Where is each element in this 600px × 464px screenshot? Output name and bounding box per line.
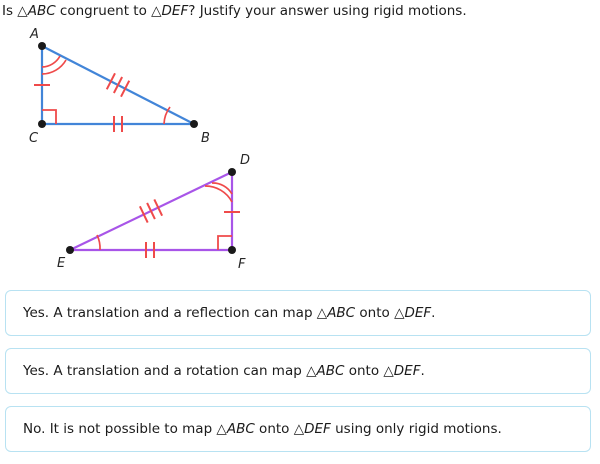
figure-svg: A C B <box>29 27 250 272</box>
question-triangle-def: DEF <box>161 3 189 19</box>
vertex-label-d: D <box>240 153 250 168</box>
answer-text-run: ABC <box>226 421 255 437</box>
triangle-abc-group: A C B <box>29 27 210 146</box>
answer-option-text: Yes. A translation and a reflection can … <box>23 305 435 321</box>
answer-text-run: DEF <box>304 421 331 437</box>
answer-choice-list: Yes. A translation and a reflection can … <box>0 290 600 464</box>
angle-arc-a-outer <box>41 59 67 75</box>
geometry-figure: A C B <box>0 22 600 282</box>
right-angle-marker-f <box>217 235 232 250</box>
vertex-dot-f <box>228 246 236 254</box>
angle-arc-d-outer <box>204 185 233 203</box>
answer-text-run: onto △ <box>254 421 305 437</box>
vertex-dot-e <box>66 246 74 254</box>
option-not-possible[interactable]: No. It is not possible to map △ABC onto … <box>5 406 591 452</box>
answer-text-run: . <box>431 305 436 321</box>
vertex-dot-b <box>190 120 198 128</box>
vertex-label-a: A <box>29 27 39 42</box>
answer-option-text: Yes. A translation and a rotation can ma… <box>23 363 425 379</box>
vertex-label-f: F <box>238 257 246 272</box>
answer-option-text: No. It is not possible to map △ABC onto … <box>23 421 502 437</box>
vertex-label-b: B <box>201 131 210 146</box>
tick-ed-2 <box>146 202 156 220</box>
tick-ab-2 <box>112 76 124 94</box>
answer-text-run: ABC <box>316 363 345 379</box>
angle-arc-a-inner <box>41 55 61 68</box>
vertex-dot-c <box>38 120 46 128</box>
question-text-after: ? Justify your answer using rigid motion… <box>188 3 467 19</box>
triangle-def-group: D E F <box>57 153 250 272</box>
option-translation-rotation[interactable]: Yes. A translation and a rotation can ma… <box>5 348 591 394</box>
angle-arc-d-inner <box>211 182 233 195</box>
angle-arc-e <box>96 234 101 251</box>
vertex-dot-a <box>38 42 46 50</box>
vertex-label-c: C <box>29 131 39 146</box>
question-text-middle: congruent to △ <box>55 3 162 19</box>
vertex-label-e: E <box>57 256 66 271</box>
tick-ab-1 <box>105 72 116 90</box>
tick-ab-3 <box>120 80 131 98</box>
tick-ed-3 <box>153 198 164 217</box>
ticks-ab <box>105 72 131 98</box>
ticks-ed <box>138 198 164 224</box>
question-triangle-abc: ABC <box>27 3 56 19</box>
answer-text-run: ABC <box>327 305 356 321</box>
page-title: Is △ABC congruent to △DEF? Justify your … <box>2 2 598 20</box>
answer-text-run: onto △ <box>355 305 405 321</box>
answer-text-run: Yes. A translation and a rotation can ma… <box>23 363 317 379</box>
option-translation-reflection[interactable]: Yes. A translation and a reflection can … <box>5 290 591 336</box>
answer-text-run: using only rigid motions. <box>330 421 502 437</box>
answer-text-run: . <box>420 363 425 379</box>
answer-text-run: Yes. A translation and a reflection can … <box>23 305 328 321</box>
answer-text-run: onto △ <box>344 363 394 379</box>
question-text-before: Is △ <box>2 3 28 19</box>
angle-arc-b <box>163 106 171 125</box>
answer-text-run: No. It is not possible to map △ <box>23 421 227 437</box>
answer-text-run: DEF <box>393 363 421 379</box>
answer-text-run: DEF <box>404 305 432 321</box>
right-angle-marker-c <box>42 109 57 124</box>
vertex-dot-d <box>228 168 236 176</box>
tick-ed-1 <box>138 205 149 224</box>
